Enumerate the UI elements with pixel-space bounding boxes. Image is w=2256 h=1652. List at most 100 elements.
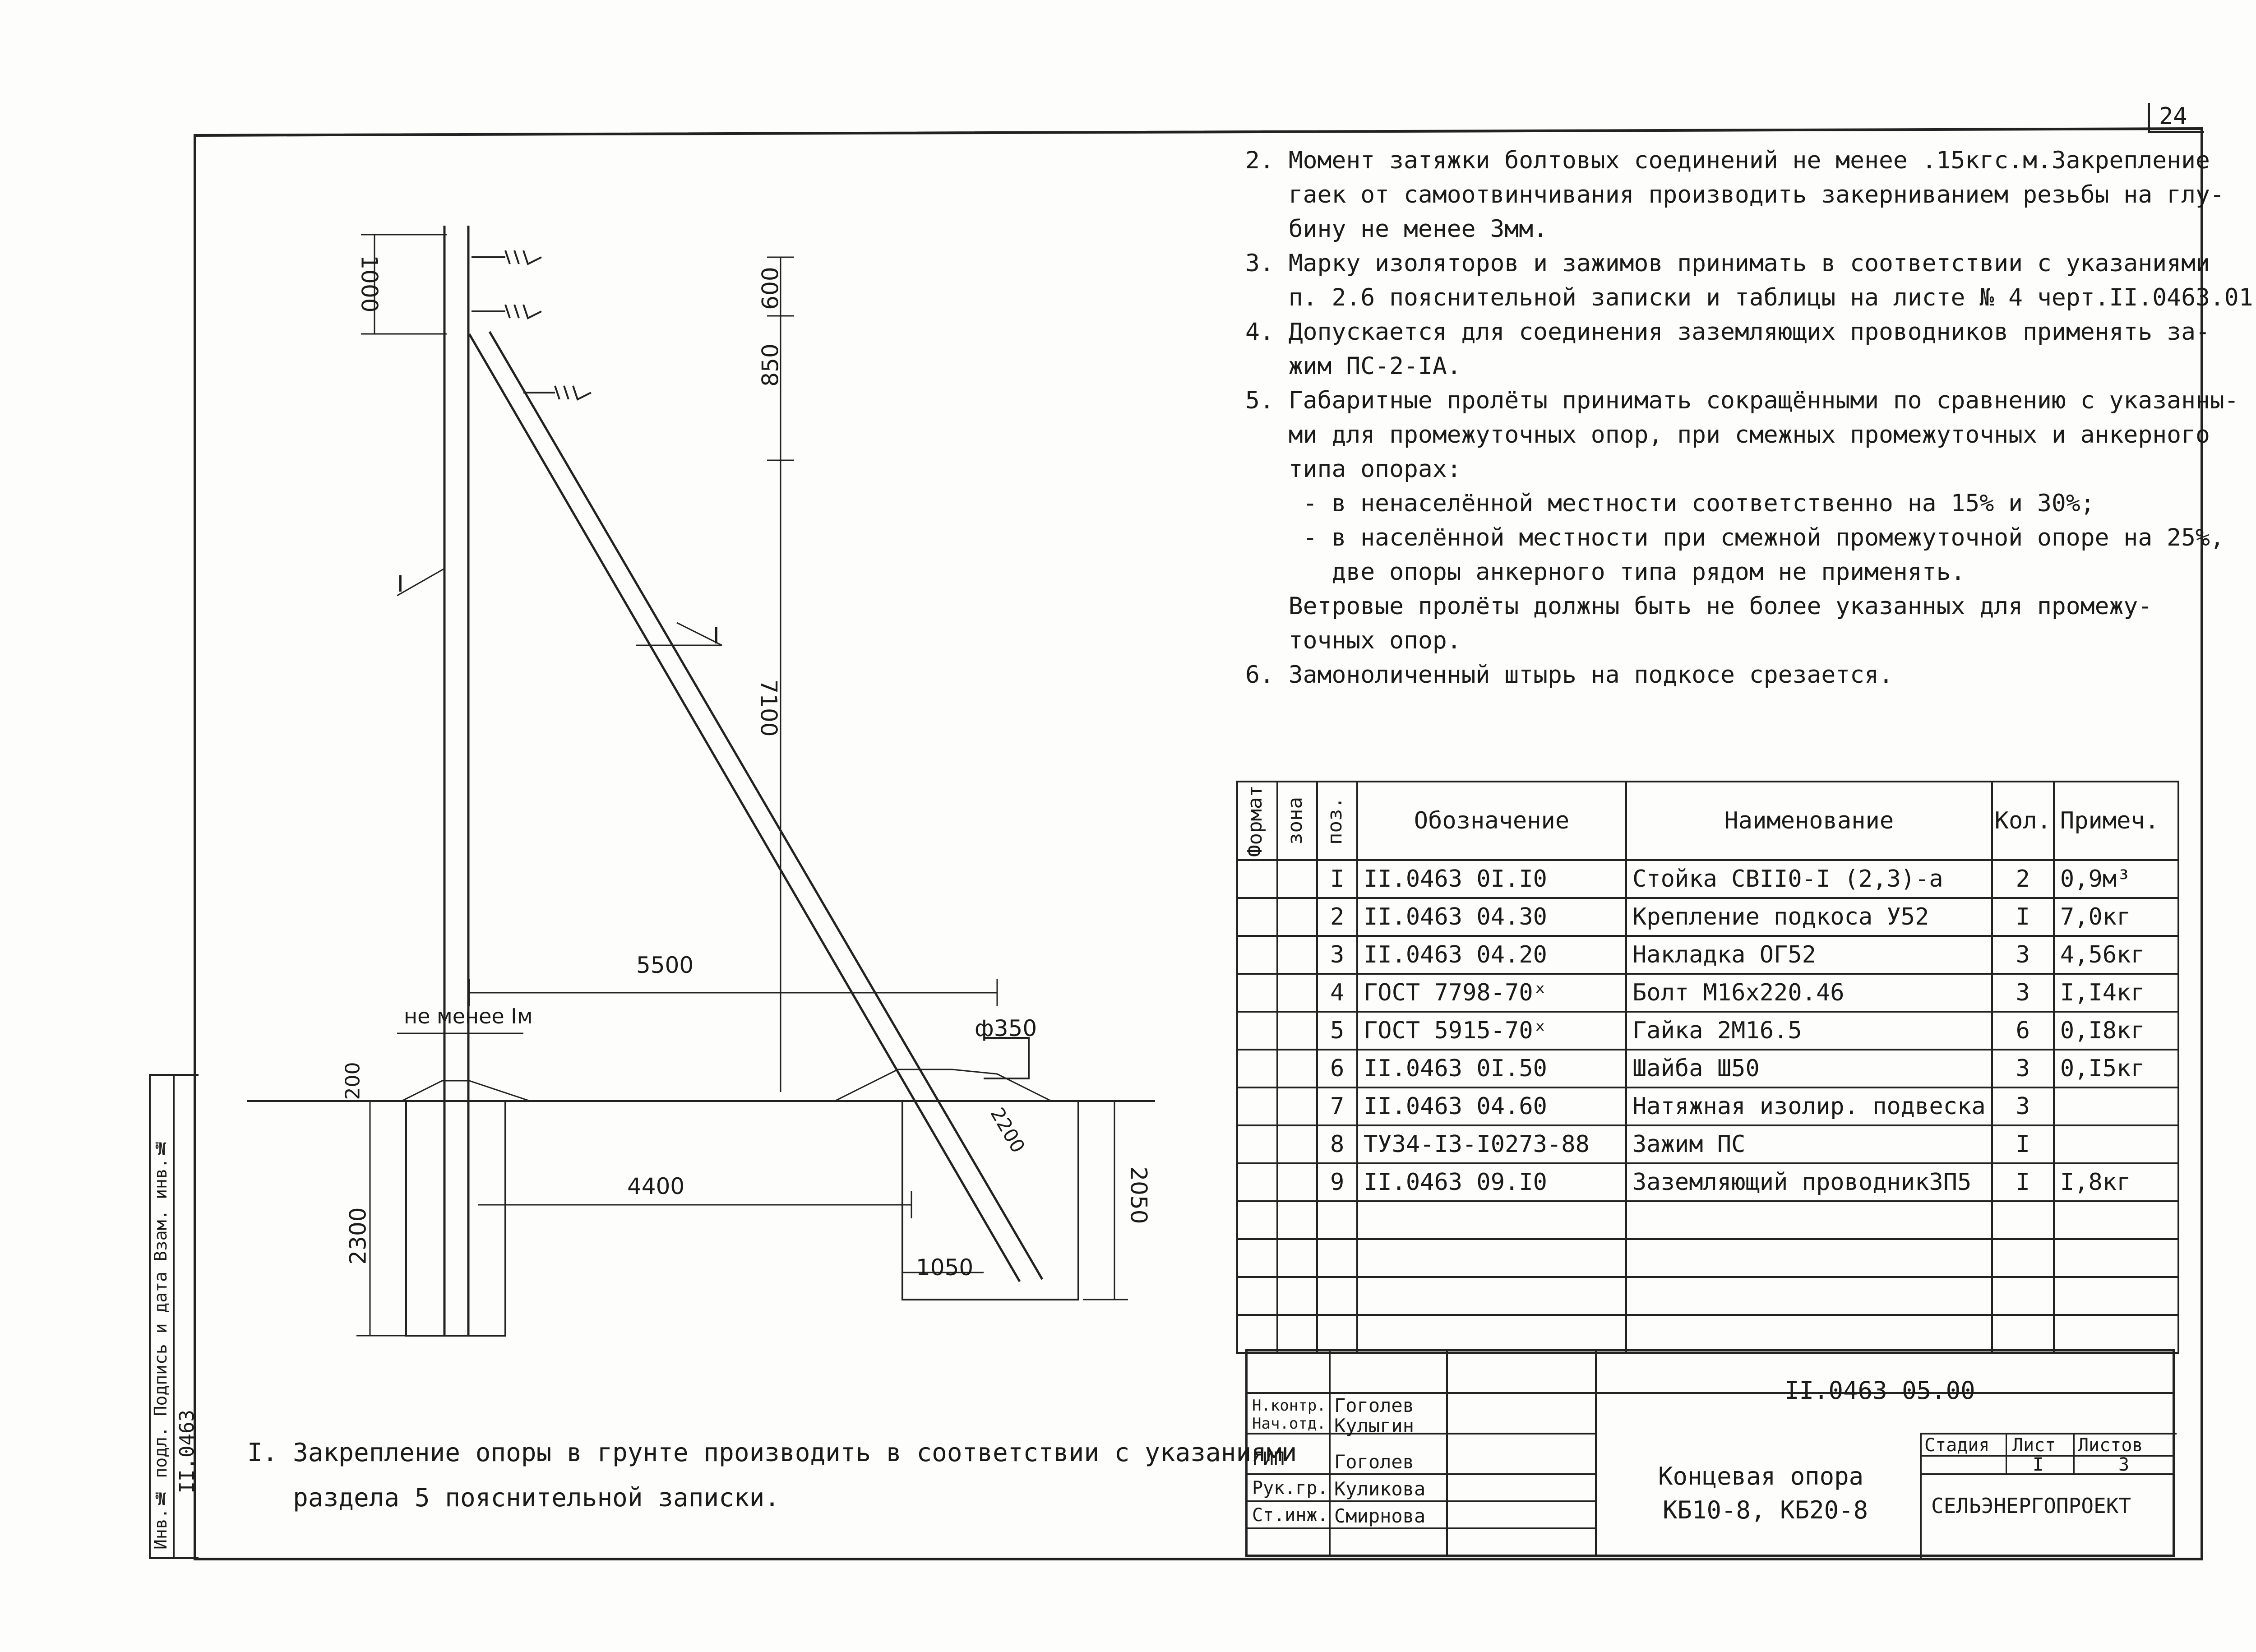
note-line: 4. Допускается для соединения заземляющи…: [1245, 318, 2210, 346]
sheets-label: Листов: [2078, 1435, 2143, 1456]
note-line: точных опор.: [1245, 627, 1461, 654]
dim-850: 850: [757, 343, 784, 387]
dim-350: ф350: [975, 1015, 1037, 1041]
callout-brace: I: [713, 623, 720, 649]
note-line: - в населённой местности при смежной про…: [1245, 524, 2224, 551]
doc-code: II.0463 05.00: [1784, 1376, 1975, 1405]
row-designation: II.0463 04.20: [1356, 935, 1627, 975]
note-line: 2. Момент затяжки болтовых соединений не…: [1245, 147, 2210, 174]
role-stinzh: Ст.инж.: [1252, 1505, 1328, 1526]
note-line: бину не менее 3мм.: [1245, 215, 1548, 243]
dim-1050: 1050: [916, 1254, 974, 1281]
stage-label: Стадия: [1924, 1435, 1990, 1456]
note-line: 6. Замоноличенный штырь на подкосе среза…: [1245, 661, 1893, 689]
note-line: - в ненаселённой местности соответственн…: [1245, 490, 2095, 517]
table-row-empty: [1236, 1314, 2180, 1354]
notes-block: 2. Момент затяжки болтовых соединений не…: [1245, 143, 2256, 692]
row-pos: 3: [1316, 935, 1358, 975]
row-note: 0,I8кг: [2053, 1011, 2180, 1050]
row-note: [2053, 1087, 2180, 1126]
role-rukgr: Рук.гр.: [1252, 1478, 1328, 1499]
spec-table: Формат зона поз. Обозначение Наименовани…: [1236, 781, 2180, 1354]
row-name: Гайка 2М16.5: [1625, 1011, 1993, 1050]
table-row-empty: [1236, 1238, 2180, 1278]
col-designation: Обозначение: [1356, 781, 1627, 861]
frame-border: [194, 127, 2203, 1560]
row-pos: I: [1316, 859, 1358, 899]
side-stamp-inv: II.0463: [176, 1410, 199, 1494]
row-note: [2053, 1124, 2180, 1164]
row-qty: 3: [1991, 973, 2055, 1013]
side-stamp-text: Инв.№ подл. Подпись и дата Взам. инв.№: [151, 1138, 171, 1550]
side-stamp: Инв.№ подл. Подпись и дата Взам. инв.№ I…: [149, 1074, 199, 1559]
row-designation: ТУ34-I3-I0273-88: [1356, 1124, 1627, 1164]
dim-600: 600: [757, 267, 784, 310]
row-note: 7,0кг: [2053, 897, 2180, 937]
row-qty: 3: [1991, 1049, 2055, 1088]
sheet-label: Лист: [2012, 1435, 2056, 1456]
col-qty: Кол.: [1991, 781, 2055, 861]
row-name: Заземляющий проводникЗП5: [1625, 1162, 1993, 1202]
dim-4400: 4400: [627, 1173, 685, 1199]
row-pos: 8: [1316, 1124, 1358, 1164]
person-1: Гоголев: [1334, 1394, 1415, 1416]
row-name: Накладка ОГ52: [1625, 935, 1993, 975]
row-qty: 3: [1991, 1087, 2055, 1126]
insulator-1: [472, 250, 542, 265]
row-note: 0,9м³: [2053, 859, 2180, 899]
row-note: 0,I5кг: [2053, 1049, 2180, 1088]
callout-pole: I: [397, 571, 404, 597]
main-pole: [443, 226, 470, 1336]
row-note: 4,56кг: [2053, 935, 2180, 975]
note-line: гаек от самоотвинчивания производить зак…: [1245, 181, 2224, 208]
brace-pole: [468, 331, 1044, 1282]
person-5: Смирнова: [1334, 1505, 1426, 1527]
sheet-number: 24: [2159, 103, 2187, 130]
bottom-note: I. Закрепление опоры в грунте производит…: [247, 1438, 1297, 1513]
dim-5500: 5500: [636, 952, 694, 978]
row-pos: 7: [1316, 1087, 1358, 1126]
role-nachotd: Нач.отд.: [1252, 1415, 1326, 1433]
role-nkontr: Н.контр.: [1252, 1397, 1326, 1415]
note-line: ми для промежуточных опор, при смежных п…: [1245, 421, 2210, 449]
title-line-1: Концевая опора: [1658, 1462, 1864, 1490]
row-name: Стойка СВII0-I (2,3)-а: [1625, 859, 1993, 899]
insulator-2: [472, 304, 542, 319]
note-line: Ветровые пролёты должны быть не более ук…: [1245, 592, 2153, 620]
note-line: жим ПС-2-IА.: [1245, 352, 1461, 380]
row-qty: 2: [1991, 859, 2055, 899]
row-note: I,I4кг: [2053, 973, 2180, 1013]
table-row-empty: [1236, 1276, 2180, 1316]
anchor-pit: [901, 1101, 1079, 1300]
col-zone: зона: [1283, 797, 1307, 845]
note-line: 3. Марку изоляторов и зажимов принимать …: [1245, 250, 2210, 277]
row-designation: ГОСТ 7798-70ˣ: [1356, 973, 1627, 1013]
row-pos: 5: [1316, 1011, 1358, 1050]
row-name: Шайба Ш50: [1625, 1049, 1993, 1088]
row-pos: 4: [1316, 973, 1358, 1013]
sheets-value: 3: [2118, 1454, 2130, 1475]
dim-2300: 2300: [345, 1207, 371, 1265]
row-designation: II.0463 04.60: [1356, 1087, 1627, 1126]
row-designation: II.0463 04.30: [1356, 897, 1627, 937]
note-line: 5. Габаритные пролёты принимать сокращён…: [1245, 387, 2239, 414]
row-note: I,8кг: [2053, 1162, 2180, 1202]
table-row-empty: [1236, 1200, 2180, 1240]
sheet-number-box: 24: [2148, 103, 2204, 133]
dim-min-1m: не менее Iм: [404, 1004, 533, 1028]
note-line: две опоры анкерного типа рядом не примен…: [1245, 558, 1965, 586]
note-line: п. 2.6 пояснительной записки и таблицы н…: [1245, 284, 2256, 311]
row-name: Болт М16х220.46: [1625, 973, 1993, 1013]
row-pos: 9: [1316, 1162, 1358, 1202]
row-name: Зажим ПС: [1625, 1124, 1993, 1164]
sheet-value: I: [2033, 1454, 2044, 1475]
row-designation: II.0463 09.I0: [1356, 1162, 1627, 1202]
table-header-row: Формат зона поз. Обозначение Наименовани…: [1236, 781, 2180, 861]
row-name: Крепление подкоса У52: [1625, 897, 1993, 937]
row-pos: 2: [1316, 897, 1358, 937]
title-line-2: КБ10-8, КБ20-8: [1663, 1496, 1868, 1524]
